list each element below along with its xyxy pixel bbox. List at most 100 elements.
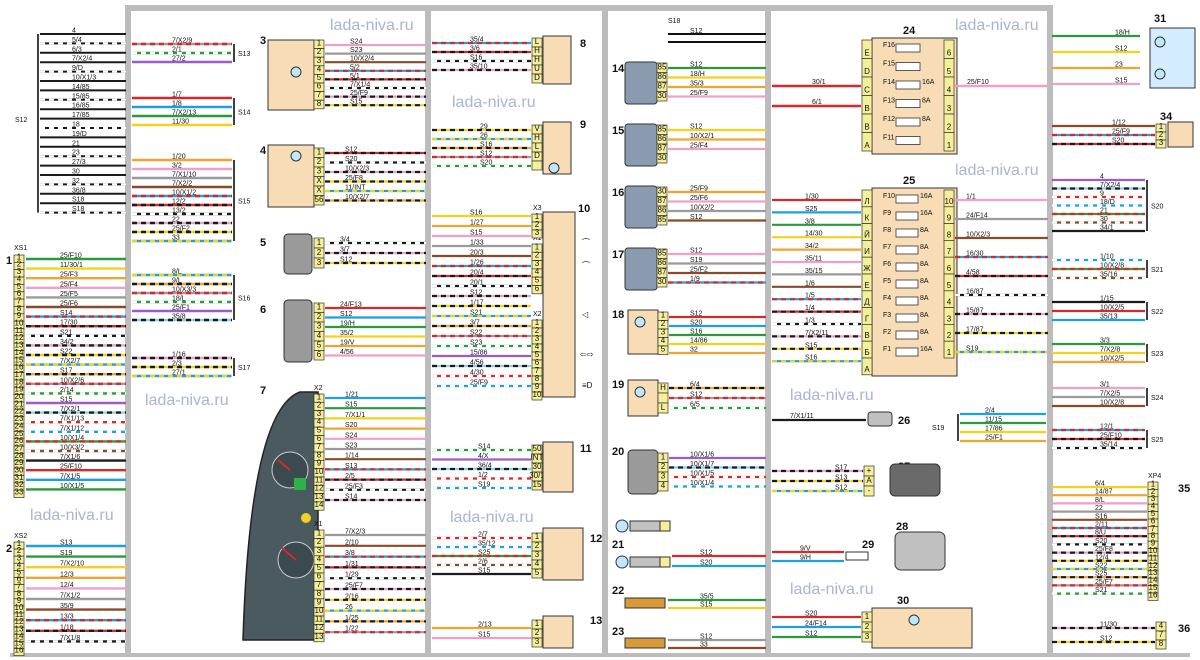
component-3-body bbox=[267, 39, 315, 111]
comp8-pin-cell bbox=[531, 73, 543, 84]
s13_wires-label: 27/2 bbox=[172, 56, 186, 63]
fuse25-right-pin-number: 6 bbox=[947, 264, 952, 273]
s20_wires-label: 18/D bbox=[1100, 199, 1115, 206]
comp10-x1-pin-number: 3 bbox=[535, 259, 540, 268]
fuse25-right-label: S19 bbox=[966, 346, 979, 353]
fuse25-right-pin-number: 2 bbox=[947, 331, 952, 340]
comp12-wire-label: 35/12 bbox=[478, 541, 496, 548]
comp8-wire-label: 35/10 bbox=[470, 64, 488, 71]
fuse25-right-pin-number: 4 bbox=[947, 298, 952, 307]
comp10-x1-pin-number: 4 bbox=[535, 267, 540, 276]
comp10-x1-pin-number: 1 bbox=[535, 242, 540, 251]
comp7-x2-pin-number: 10 bbox=[315, 467, 324, 476]
comp35-wire-label: 22 bbox=[1095, 505, 1103, 512]
relay-pin-number: 85 bbox=[658, 249, 667, 258]
s19-right-label: 25/F1 bbox=[985, 435, 1003, 442]
comp35-pin-number: 3 bbox=[1151, 494, 1156, 503]
comp7-x2-label: S13 bbox=[345, 463, 358, 470]
comp10-x3-pin-number: 3 bbox=[535, 228, 540, 237]
watermark: lada-niva.ru bbox=[330, 17, 414, 34]
fuse-id: F3 bbox=[883, 312, 891, 319]
comp10-x2-pin-number: 9 bbox=[535, 382, 540, 391]
splice-label: S20 bbox=[1151, 204, 1164, 211]
s24_wires-label: 10/X2/8 bbox=[1100, 400, 1124, 407]
fuse24-left-pin-number: B bbox=[864, 123, 869, 132]
comp7-x2-label: S20 bbox=[345, 422, 358, 429]
fuse24-left-pin-cell bbox=[861, 132, 873, 152]
comp11-pin-number: 50 bbox=[533, 444, 542, 453]
comp10-wire-label: S21 bbox=[470, 310, 483, 317]
comp11-pin-number: 30 bbox=[533, 462, 542, 471]
xs2-pin-number: 5 bbox=[17, 568, 22, 577]
fuse-rating: 8A bbox=[920, 244, 929, 251]
xs2-wire-label: 7/X2/10 bbox=[60, 561, 84, 568]
xs1-pin-number: 14 bbox=[15, 348, 24, 357]
comp3-pin-number: 7 bbox=[317, 90, 322, 99]
fuse25-right-label: 4/58 bbox=[966, 270, 980, 277]
s13_wires-label: 7/X2/9 bbox=[172, 38, 192, 45]
comp10-wire-label: S22 bbox=[470, 330, 483, 337]
s25_wires-label: 25/F10 bbox=[1100, 433, 1122, 440]
comp30-pin-number: 1 bbox=[865, 612, 870, 621]
comp10-x2-pin-number: 4 bbox=[535, 342, 540, 351]
comp12-wire-label: S15 bbox=[478, 568, 491, 575]
xs1-pin-number: 16 bbox=[15, 363, 24, 372]
turn-signal-icon: ⇦⇨ bbox=[580, 350, 594, 359]
x3-label: X3 bbox=[533, 205, 542, 212]
comp7-x2-pin-number: 6 bbox=[317, 434, 322, 443]
comp6-pin-number: 5 bbox=[317, 341, 322, 350]
component-number: 21 bbox=[612, 539, 624, 551]
fuse-rating: 16A bbox=[920, 210, 933, 217]
s22_wires-label: 35/13 bbox=[1100, 314, 1118, 321]
comp10-x2-pin-number: 7 bbox=[535, 366, 540, 375]
comp12-pin-number: 4 bbox=[535, 559, 540, 568]
xs2-label: XS2 bbox=[14, 533, 27, 540]
fuse24-right-pin-number: 4 bbox=[947, 86, 952, 95]
comp4-wire-label: 25/F8 bbox=[345, 175, 363, 182]
comp7-x2-pin-number: 8 bbox=[317, 450, 322, 459]
comp6-wire-label: S12 bbox=[340, 311, 353, 318]
wiper-icon: ⌒ bbox=[582, 261, 590, 270]
comp35-pin-number: 7 bbox=[1151, 524, 1156, 533]
component-number: 22 bbox=[612, 585, 624, 597]
comp3-wire-label: 25/F9 bbox=[350, 90, 368, 97]
xs1-pin-number: 9 bbox=[17, 311, 22, 320]
comp6-wire-label: 19/V bbox=[340, 340, 355, 347]
xs1-wire-label: S15 bbox=[60, 397, 73, 404]
xs1-wire-label: 2/14 bbox=[60, 387, 74, 394]
s12-wire-label: 4 bbox=[72, 28, 76, 35]
comp7-x2-label: S24 bbox=[345, 432, 358, 439]
comp12-wire-label: 2/6 bbox=[478, 559, 488, 566]
sensor-body bbox=[629, 520, 661, 532]
relay-pin-number: 85 bbox=[658, 125, 667, 134]
comp35-pin-number: 14 bbox=[1149, 576, 1158, 585]
xs1-pin-number: 26 bbox=[15, 436, 24, 445]
comp7-x1-pin-number: 5 bbox=[317, 563, 322, 572]
comp4-pin-number: 1 bbox=[317, 148, 322, 157]
fuse25-left-pin-number: В bbox=[864, 331, 869, 340]
comp11-wire-label: 4/X bbox=[478, 453, 489, 460]
comp21-wire-label: S12 bbox=[700, 550, 713, 557]
splice-label: S21 bbox=[1151, 267, 1164, 274]
xs1-wire-label: 7/X2/1 bbox=[60, 406, 80, 413]
fuse24-left-pin-number: E bbox=[864, 49, 869, 58]
sensor-body bbox=[629, 556, 661, 568]
xp4-label: XP4 bbox=[1148, 473, 1161, 480]
speedometer-needle bbox=[277, 459, 291, 471]
component-number: 31 bbox=[1154, 13, 1166, 25]
fuse-element bbox=[895, 43, 921, 53]
comp34-wire-label: 25/F9 bbox=[1112, 129, 1130, 136]
fuse-id: F11 bbox=[883, 135, 895, 142]
fuse-element bbox=[895, 228, 919, 238]
comp5-wire-label: 3/7 bbox=[340, 247, 350, 254]
fuse25-right-pin-cell bbox=[943, 340, 955, 359]
comp13-pin-number: 3 bbox=[535, 637, 540, 646]
fuse-element bbox=[895, 117, 921, 127]
s12-wire-label: 9/D bbox=[72, 65, 83, 72]
relay-body bbox=[624, 61, 658, 105]
comp35-pin-number: 12 bbox=[1149, 561, 1158, 570]
component-number: 23 bbox=[612, 626, 624, 638]
fuse-element bbox=[895, 330, 919, 340]
xs1-pin-number: 28 bbox=[15, 451, 24, 460]
